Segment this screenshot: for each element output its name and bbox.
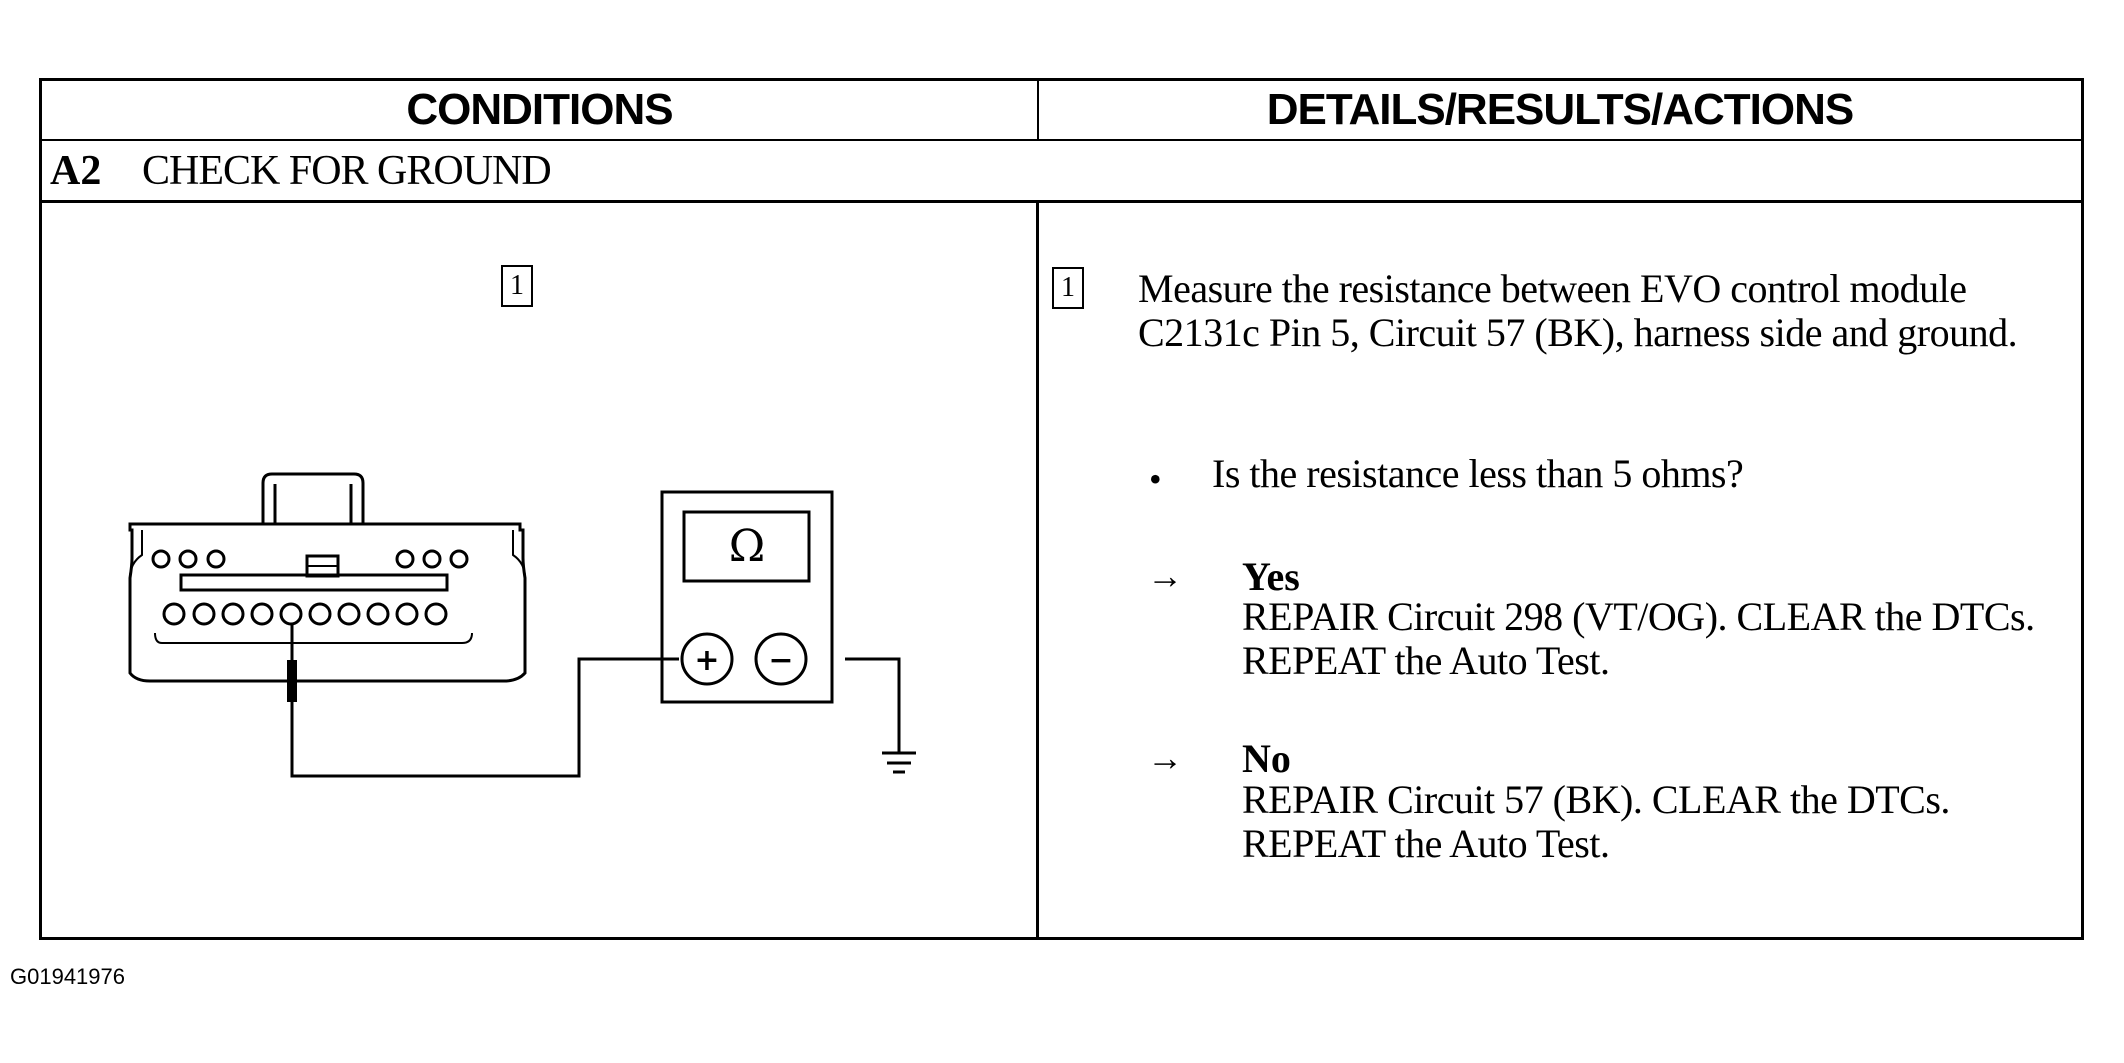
connector-icon xyxy=(128,472,527,683)
figure-id: G01941976 xyxy=(10,964,125,989)
ground-symbol-icon xyxy=(882,751,916,774)
conditions-cell: 1 xyxy=(42,203,1039,937)
details-header: DETAILS/RESULTS/ACTIONS xyxy=(1266,85,1855,134)
diagnostic-table: CONDITIONS DETAILS/RESULTS/ACTIONS A2 CH… xyxy=(39,78,2084,940)
yes-label: Yes xyxy=(1242,554,1300,599)
step-title: CHECK FOR GROUND xyxy=(142,147,552,194)
minus-terminal-label: − xyxy=(768,643,793,678)
step-number: A2 xyxy=(50,147,102,194)
no-action-text: REPAIR Circuit 57 (BK). CLEAR the DTCs. … xyxy=(1242,777,1950,866)
bullet-icon: • xyxy=(1149,459,1162,499)
wiring-diagram: Ω + − xyxy=(128,472,916,778)
details-callout: 1 xyxy=(1052,267,1084,309)
instruction-text: Measure the resistance between EVO contr… xyxy=(1138,266,2018,355)
ohmmeter-icon: Ω + − xyxy=(660,490,834,704)
no-label: No xyxy=(1242,736,1291,781)
test-leads xyxy=(290,657,901,778)
ohm-symbol: Ω xyxy=(729,521,765,572)
diagram-callout: 1 xyxy=(501,265,533,307)
step-title-row: A2 CHECK FOR GROUND xyxy=(42,141,2081,203)
arrow-right-icon: → xyxy=(1147,738,1183,778)
test-probe-icon xyxy=(287,624,297,702)
plus-terminal-label: + xyxy=(694,643,719,678)
conditions-header: CONDITIONS xyxy=(42,81,1039,139)
question-text: Is the resistance less than 5 ohms? xyxy=(1212,451,1744,496)
table-header-row: CONDITIONS DETAILS/RESULTS/ACTIONS xyxy=(42,81,2081,141)
yes-action-text: REPAIR Circuit 298 (VT/OG). CLEAR the DT… xyxy=(1242,594,2035,683)
details-cell: 1 Measure the resistance between EVO con… xyxy=(1039,203,2081,937)
arrow-right-icon: → xyxy=(1147,556,1183,596)
